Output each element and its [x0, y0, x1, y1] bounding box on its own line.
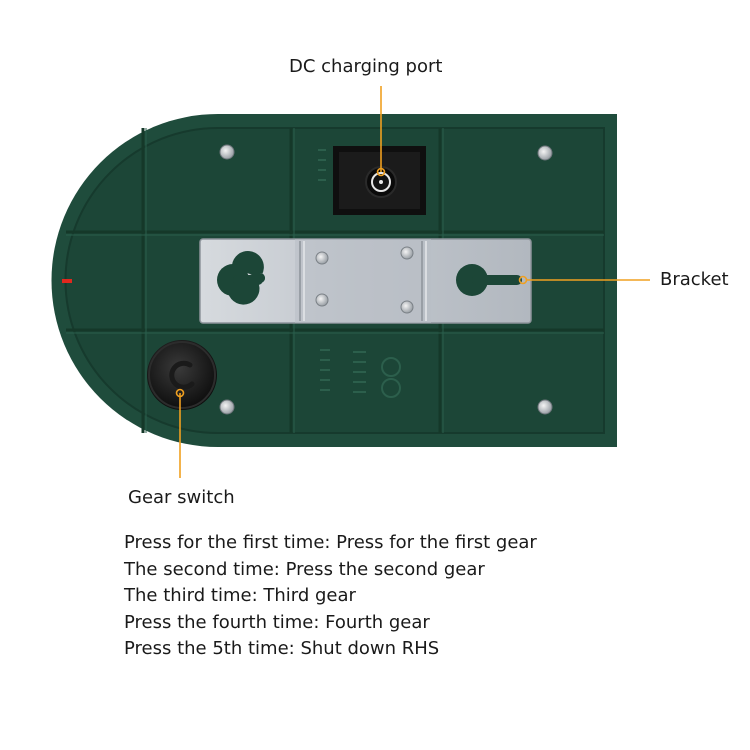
- leader-lines: [175, 86, 650, 478]
- instruction-line: Press the 5th time: Shut down RHS: [124, 638, 440, 659]
- instruction-line: Press for the first time: Press for the …: [124, 532, 537, 553]
- dc-port-socket-icon: [333, 146, 426, 215]
- gear-switch-label: Gear switch: [128, 487, 235, 508]
- indicator-led: [62, 279, 72, 283]
- gear-instructions: Press for the first time: Press for the …: [124, 530, 537, 663]
- bracket-plate: [199, 238, 532, 324]
- bracket-label: Bracket: [660, 269, 729, 290]
- instruction-line: The second time: Press the second gear: [124, 558, 485, 580]
- dc-charging-port-label: DC charging port: [289, 56, 443, 77]
- embossed-markings: [318, 149, 401, 398]
- round-push-button-icon: [147, 340, 217, 410]
- screw-head-icons: [219, 144, 553, 415]
- instruction-line: Press the fourth time: Fourth gear: [124, 611, 430, 633]
- instruction-line: The third time: Third gear: [124, 585, 356, 606]
